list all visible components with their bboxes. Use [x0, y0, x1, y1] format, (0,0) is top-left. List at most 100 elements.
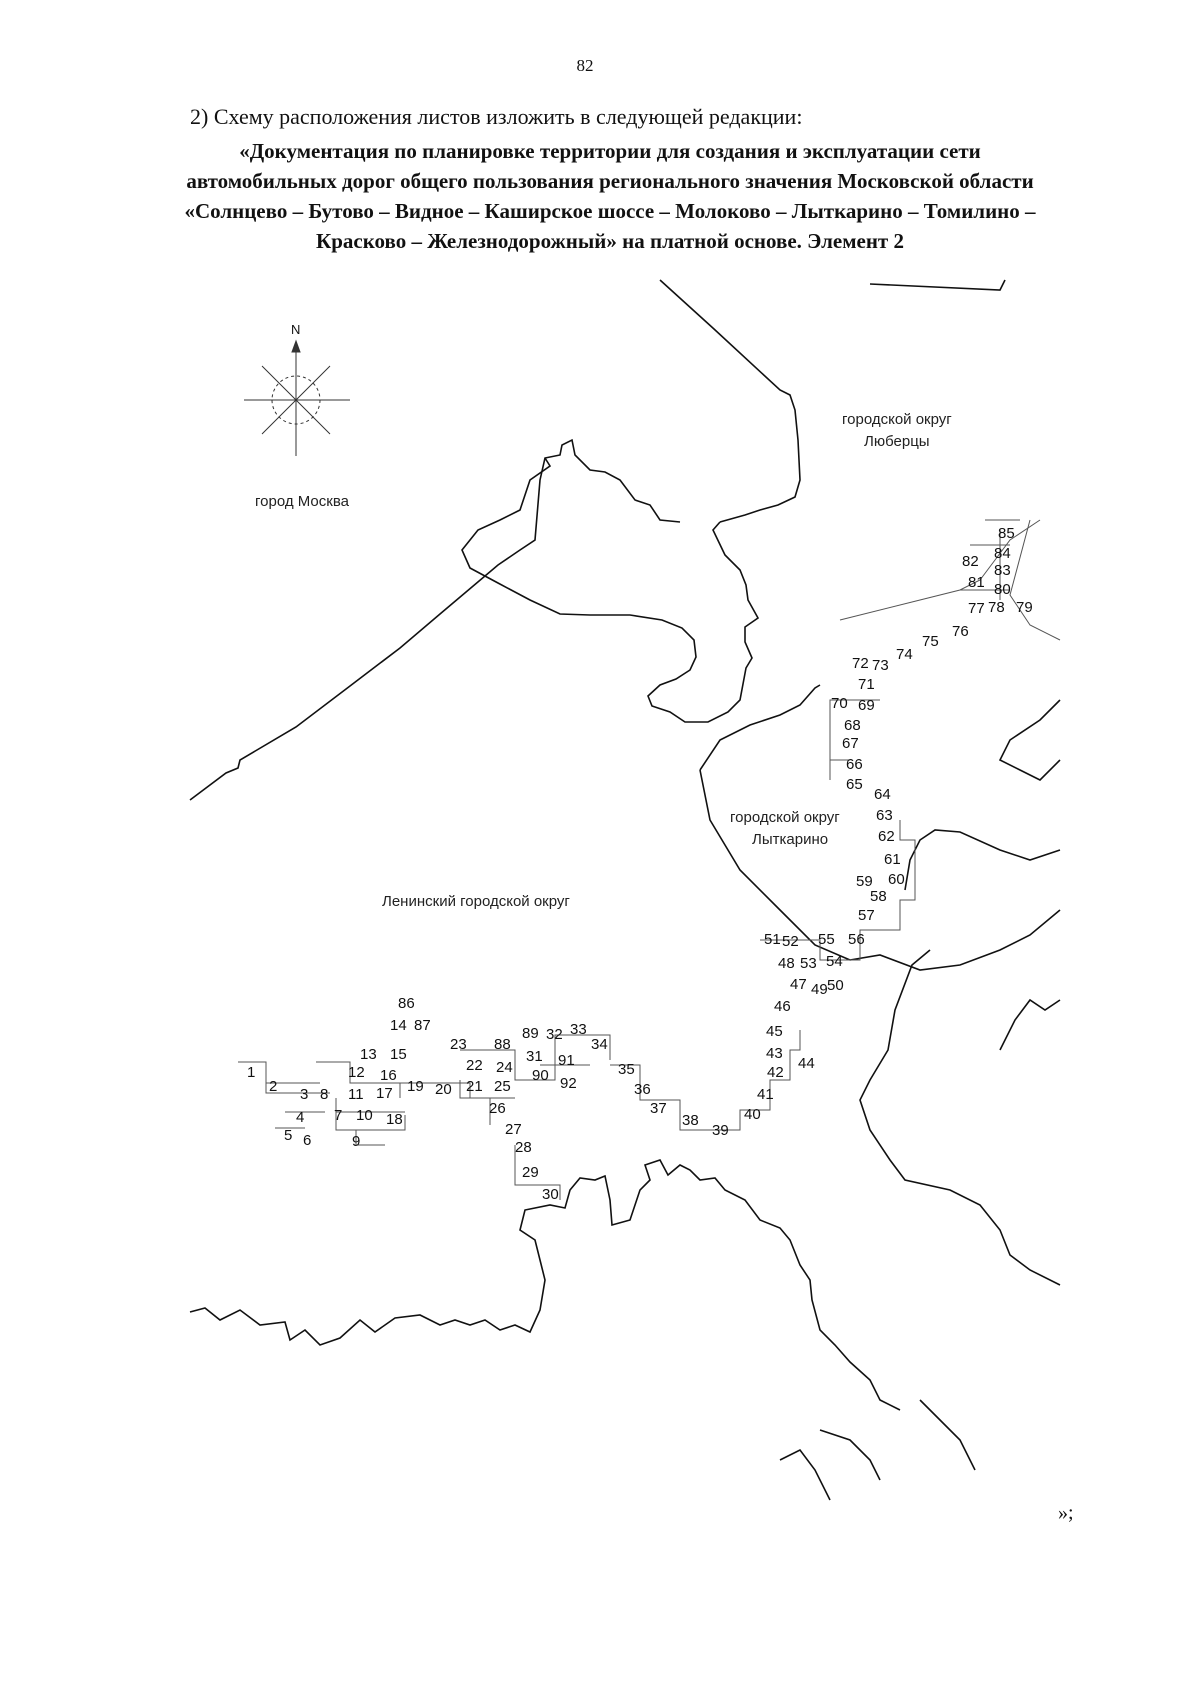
sheet-label: 32 — [546, 1026, 563, 1043]
sheet-label: 88 — [494, 1036, 511, 1053]
sheet-label: 5 — [284, 1127, 292, 1144]
sheet-label: 92 — [560, 1075, 577, 1092]
sheet-label: 12 — [348, 1064, 365, 1081]
place-label-leninsky: Ленинский городской округ — [382, 893, 570, 910]
sheet-label: 8 — [320, 1086, 328, 1103]
closing-mark: »; — [1058, 1502, 1074, 1524]
place-label-moscow: город Москва — [255, 493, 350, 510]
sheet-label: 65 — [846, 776, 863, 793]
sheet-label: 84 — [994, 545, 1011, 562]
lytkarino-boundary-east — [904, 829, 1061, 891]
sheet-label: 36 — [634, 1081, 651, 1098]
sheet-label: 13 — [360, 1046, 377, 1063]
sheet-label: 82 — [962, 553, 979, 570]
sheet-label: 40 — [744, 1106, 761, 1123]
sheet-label: 28 — [515, 1139, 532, 1156]
sheet-label: 20 — [435, 1081, 452, 1098]
compass-north-label: N — [291, 322, 300, 337]
sheet-grid-center — [459, 1034, 611, 1200]
sheet-label: 68 — [844, 717, 861, 734]
place-label-lyubertsy-1: городской округ — [842, 411, 952, 428]
east-edge-line — [999, 998, 1061, 1051]
sheet-label: 87 — [414, 1017, 431, 1034]
sheet-grid — [238, 519, 1061, 1200]
sheet-label: 55 — [818, 931, 835, 948]
sheet-label: 73 — [872, 657, 889, 674]
sheet-label: 31 — [526, 1048, 543, 1065]
north-arrow-icon — [291, 339, 301, 353]
sheet-label: 1 — [247, 1064, 255, 1081]
sheet-grid-south-east — [610, 1030, 801, 1131]
sheet-label: 72 — [852, 655, 869, 672]
sheet-label: 66 — [846, 756, 863, 773]
sheet-label: 25 — [494, 1078, 511, 1095]
sheet-label: 30 — [542, 1186, 559, 1203]
sheet-label: 64 — [874, 786, 891, 803]
sheet-label: 48 — [778, 955, 795, 972]
sheet-label: 27 — [505, 1121, 522, 1138]
sheet-label: 49 — [811, 981, 828, 998]
sheet-label: 50 — [827, 977, 844, 994]
sheet-label: 51 — [764, 931, 781, 948]
sheet-label: 39 — [712, 1122, 729, 1139]
sheet-label: 54 — [826, 953, 843, 970]
sheet-label: 2 — [269, 1078, 277, 1095]
sheet-label: 4 — [296, 1109, 304, 1126]
sheet-label: 79 — [1016, 599, 1033, 616]
sheet-label: 61 — [884, 851, 901, 868]
sheet-label: 75 — [922, 633, 939, 650]
title-line-2: автомобильных дорог общего пользования р… — [186, 169, 1034, 193]
southern-line-1 — [779, 1448, 831, 1501]
sheet-label: 47 — [790, 976, 807, 993]
sheet-label: 18 — [386, 1111, 403, 1128]
compass-rose: N — [244, 322, 350, 456]
sheet-label: 43 — [766, 1045, 783, 1062]
sheet-label: 17 — [376, 1085, 393, 1102]
sheet-label: 41 — [757, 1086, 774, 1103]
sheet-label: 29 — [522, 1164, 539, 1181]
sheet-label: 21 — [466, 1078, 483, 1095]
sheet-label: 91 — [558, 1052, 575, 1069]
sheet-label: 83 — [994, 562, 1011, 579]
sheet-label: 38 — [682, 1112, 699, 1129]
sheet-label: 86 — [398, 995, 415, 1012]
sheet-label: 45 — [766, 1023, 783, 1040]
sheet-label: 56 — [848, 931, 865, 948]
sheet-label: 58 — [870, 888, 887, 905]
moscow-boundary-north — [659, 279, 801, 523]
sheet-grid-north-edge — [960, 519, 1061, 641]
sheet-label: 37 — [650, 1100, 667, 1117]
sheet-label: 34 — [591, 1036, 608, 1053]
moscow-leninsky-boundary — [461, 457, 760, 723]
sheet-label: 74 — [896, 646, 913, 663]
place-label-lytkarino-2: Лыткарино — [752, 831, 828, 848]
leninsky-east-boundary — [859, 949, 1061, 1286]
sheet-label: 59 — [856, 873, 873, 890]
sheet-label: 63 — [876, 807, 893, 824]
sheet-label: 60 — [888, 871, 905, 888]
sheet-label: 7 — [334, 1107, 342, 1124]
title-line-4: Красково – Железнодорожный» на платной о… — [316, 229, 904, 253]
sheet-label: 3 — [300, 1086, 308, 1103]
sheet-label: 80 — [994, 581, 1011, 598]
sheet-label: 26 — [489, 1100, 506, 1117]
sheet-label: 22 — [466, 1057, 483, 1074]
title-line-1: «Документация по планировке территории д… — [239, 139, 981, 163]
sheet-label: 69 — [858, 697, 875, 714]
moscow-boundary-west — [189, 438, 681, 801]
sheet-label: 57 — [858, 907, 875, 924]
place-labels: город Москва городской округ Люберцы гор… — [255, 411, 952, 910]
sheet-label: 44 — [798, 1055, 815, 1072]
sheet-labels: 1 2 3 4 5 6 7 8 9 10 11 12 13 14 15 16 1… — [247, 525, 1033, 1203]
sheet-label: 77 — [968, 600, 985, 617]
sheet-label: 90 — [532, 1067, 549, 1084]
sheet-label: 35 — [618, 1061, 635, 1078]
sheet-label: 16 — [380, 1067, 397, 1084]
boundaries — [189, 279, 1061, 1501]
sheet-label: 81 — [968, 574, 985, 591]
lyubertsy-top-line — [869, 279, 1006, 291]
sheet-label: 23 — [450, 1036, 467, 1053]
sheet-label: 19 — [407, 1078, 424, 1095]
sheet-label: 15 — [390, 1046, 407, 1063]
